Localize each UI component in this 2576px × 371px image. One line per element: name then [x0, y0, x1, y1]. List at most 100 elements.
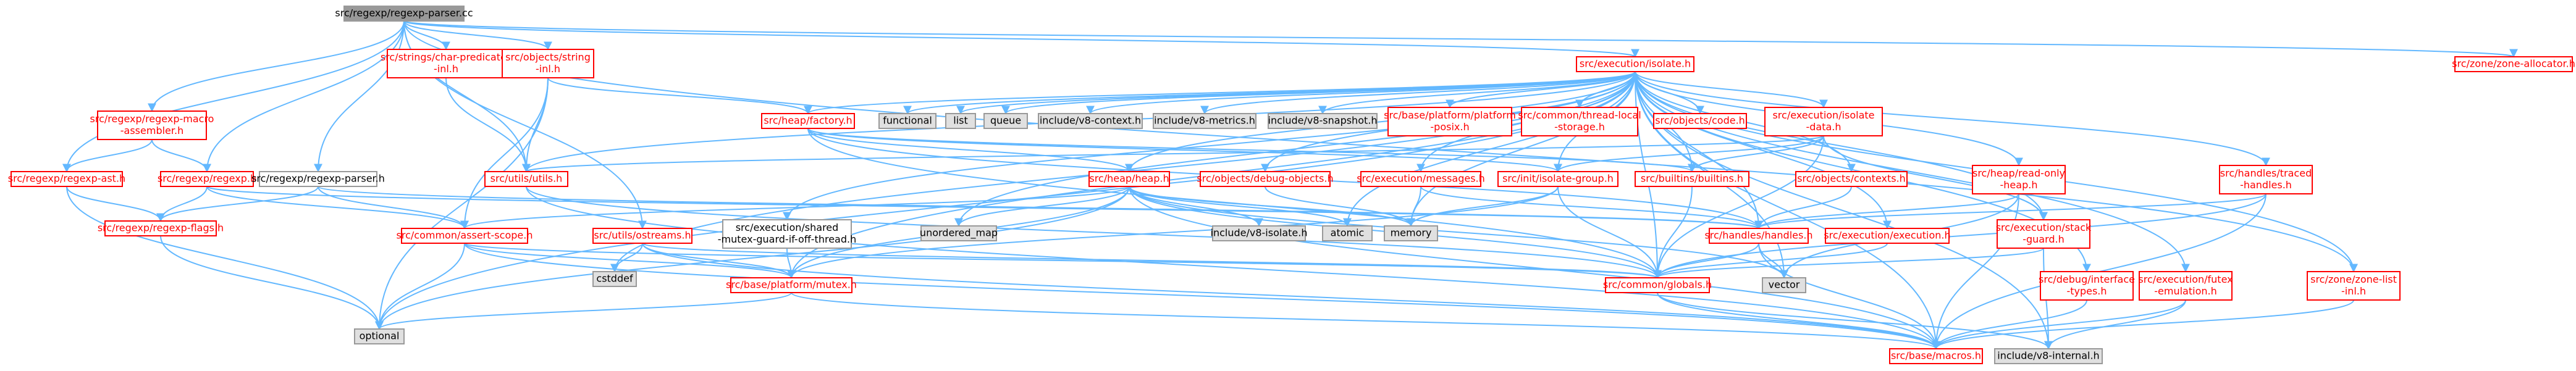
node-label: include/v8-snapshot.h [1268, 115, 1378, 127]
node-exec_stack_guard[interactable]: src/execution/stack-guard.h [1996, 219, 2092, 249]
node-label: src/execution/isolate [1772, 109, 1874, 121]
node-char_predicates[interactable]: src/strings/char-predicates-inl.h [381, 49, 511, 78]
node-init_isolate_group[interactable]: src/init/isolate-group.h [1497, 171, 1618, 187]
node-platform_mutex[interactable]: src/base/platform/mutex.h [726, 277, 857, 293]
node-label: src/regexp/regexp-ast.h [8, 173, 125, 185]
node-box [1387, 107, 1512, 136]
node-ostreams[interactable]: src/utils/ostreams.h [592, 228, 692, 244]
node-label: src/execution/shared [736, 222, 839, 233]
node-box [1360, 171, 1481, 187]
node-box [1825, 228, 1950, 244]
edge-root-to-isolate_h [403, 20, 1639, 58]
edge-heap_h-to-memory [1129, 186, 1415, 227]
node-handles_traced[interactable]: src/handles/traced-handles.h [2219, 165, 2313, 194]
node-v8_metrics: include/v8-metrics.h [1153, 113, 1256, 129]
node-v8_internal: include/v8-internal.h [1994, 348, 2103, 364]
edge-assert_scope-to-common_globals [464, 243, 1662, 279]
node-label: src/objects/string [505, 51, 591, 63]
node-label: vector [1769, 279, 1800, 291]
node-label: src/execution/isolate.h [1580, 58, 1691, 70]
node-debug_objects[interactable]: src/objects/debug-objects.h [1197, 171, 1334, 187]
node-label: cstddef [596, 273, 633, 285]
node-label: src/base/platform/platform [1384, 109, 1516, 121]
edge-isolate_h-to-base_macros [1635, 71, 1940, 350]
node-label: src/zone/zone-list [2310, 273, 2397, 285]
node-common_globals[interactable]: src/common/globals.h [1603, 277, 1712, 293]
edge-root-to-macro_assembler [148, 20, 405, 112]
edge-zone_list_inl-to-base_macros [1932, 299, 2354, 350]
edge-ostreams-to-common_globals [642, 243, 1662, 279]
edge-isolate_h-to-heap_h [1125, 71, 1636, 173]
edge-regexp_flags-to-optional [160, 235, 384, 330]
node-label: src/common/thread-local [1518, 109, 1641, 121]
node-regexp_flags[interactable]: src/regexp/regexp-flags.h [98, 220, 224, 236]
node-debug_interface_types[interactable]: src/debug/interface-types.h [2039, 271, 2135, 301]
node-label: src/heap/factory.h [764, 115, 852, 127]
edge-regexp_parser_h-to-assert_scope [318, 186, 469, 230]
node-string_inl[interactable]: src/objects/string-inl.h [502, 49, 594, 78]
edge-isolate_data-to-common_globals [1653, 135, 1824, 279]
node-base_macros[interactable]: src/base/macros.h [1889, 348, 1983, 364]
node-box [1795, 171, 1908, 187]
node-root[interactable]: src/regexp/regexp-parser.cc [335, 6, 473, 22]
node-box [945, 113, 976, 129]
node-handles_h[interactable]: src/handles/handles.h [1704, 228, 1813, 244]
node-box [502, 49, 594, 78]
node-box [2139, 271, 2233, 301]
node-label: include/v8-internal.h [1997, 350, 2099, 362]
edge-isolate_h-to-v8_metrics [1200, 71, 1636, 115]
node-builtins_h[interactable]: src/builtins/builtins.h [1635, 171, 1749, 187]
node-zone_allocator[interactable]: src/zone/zone-allocator.h [2452, 56, 2575, 72]
edge-ostreams-to-base_macros [642, 243, 1940, 350]
node-utils_h[interactable]: src/utils/utils.h [484, 171, 568, 187]
node-box [592, 228, 692, 244]
node-shared_mutex[interactable]: src/execution/shared-mutex-guard-if-off-… [718, 219, 856, 249]
node-heap_h[interactable]: src/heap/heap.h [1088, 171, 1170, 187]
edge-string_inl-to-heap_factory [547, 77, 812, 115]
node-exec_messages[interactable]: src/execution/messages.h [1357, 171, 1485, 187]
node-isolate_h[interactable]: src/execution/isolate.h [1576, 56, 1694, 72]
node-label: src/utils/utils.h [490, 173, 563, 185]
node-label: src/debug/interface [2039, 273, 2135, 285]
node-regexp_parser_h[interactable]: src/regexp/regexp-parser.h [251, 171, 385, 187]
node-zone_list_inl[interactable]: src/zone/zone-list-inl.h [2307, 271, 2401, 301]
node-label: include/v8-context.h [1040, 115, 1141, 127]
node-platform_posix[interactable]: src/base/platform/platform-posix.h [1384, 107, 1516, 136]
node-box [104, 220, 217, 236]
node-box [354, 328, 405, 344]
node-macro_assembler[interactable]: src/regexp/regexp-macro-assembler.h [90, 110, 214, 140]
node-thread_local[interactable]: src/common/thread-local-storage.h [1518, 107, 1641, 136]
edge-assert_scope-to-platform_mutex [464, 243, 796, 279]
node-box [2454, 56, 2573, 72]
edge-isolate_data-to-exec_stack_guard [1823, 135, 2048, 221]
node-objects_contexts[interactable]: src/objects/contexts.h [1795, 171, 1908, 187]
node-futex_emulation[interactable]: src/execution/futex-emulation.h [2138, 271, 2233, 301]
node-objects_code[interactable]: src/objects/code.h [1653, 113, 1747, 129]
node-box [1038, 113, 1143, 129]
edge-root-to-char_predicates [403, 20, 450, 51]
edge-handles_traced-to-common_globals [1653, 193, 2267, 279]
node-label: src/regexp/regexp.h [158, 173, 256, 185]
node-unordered_map: unordered_map [920, 225, 998, 241]
node-label: -emulation.h [2154, 285, 2216, 297]
node-regexp_ast[interactable]: src/regexp/regexp-ast.h [8, 171, 125, 187]
edge-string_inl-to-assert_scope [460, 77, 549, 230]
node-heap_factory[interactable]: src/heap/factory.h [761, 113, 855, 129]
node-label: src/handles/handles.h [1704, 230, 1812, 241]
edge-ostreams-to-cstddef [610, 243, 643, 273]
edge-root-to-regexp_ast [62, 20, 405, 173]
edge-string_inl-to-utils_h [522, 77, 549, 173]
node-heap_read_only[interactable]: src/heap/read-only-heap.h [1972, 165, 2066, 194]
node-box [97, 110, 207, 140]
node-box [387, 49, 505, 78]
node-label: src/execution/futex [2138, 273, 2233, 285]
node-label: include/v8-metrics.h [1154, 115, 1255, 127]
node-isolate_data[interactable]: src/execution/isolate-data.h [1764, 107, 1883, 136]
node-label: src/common/globals.h [1603, 279, 1712, 291]
node-label: -mutex-guard-if-off-thread.h [718, 233, 856, 245]
node-regexp_h[interactable]: src/regexp/regexp.h [158, 171, 256, 187]
node-label: src/objects/contexts.h [1797, 173, 1906, 185]
node-assert_scope[interactable]: src/common/assert-scope.h [397, 228, 533, 244]
edge-isolate_h-to-isolate_data [1635, 71, 1828, 109]
node-exec_execution[interactable]: src/execution/execution.h [1824, 228, 1951, 244]
